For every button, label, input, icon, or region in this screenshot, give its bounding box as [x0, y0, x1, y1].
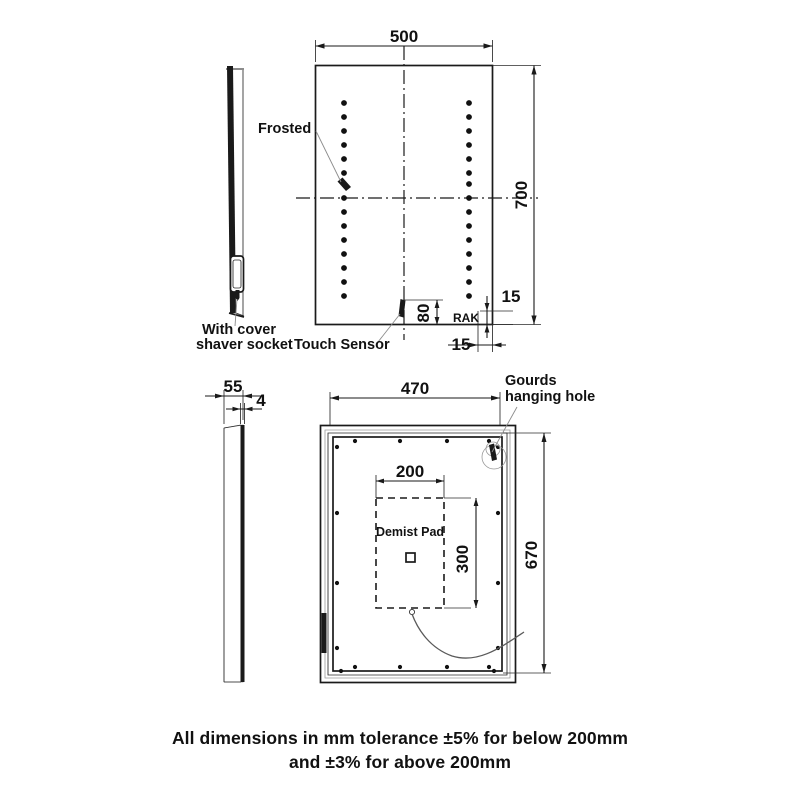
dimension-demist-width-200: 200	[375, 462, 445, 498]
dimension-15-horizontal-text: 15	[452, 335, 471, 354]
dimension-height-700: 700	[492, 65, 541, 325]
front-elevation-view: 500 700	[296, 27, 541, 354]
dimension-200-text: 200	[396, 462, 424, 481]
hanging-hole-label-line2: hanging hole	[505, 389, 595, 405]
rear-inner-frame	[332, 436, 503, 672]
side-elevation-lower-view: 55 4	[205, 377, 266, 683]
dimension-670-text: 670	[522, 541, 541, 569]
dimension-55-text: 55	[224, 377, 243, 396]
tolerance-note-line1: All dimensions in mm tolerance ±5% for b…	[171, 728, 629, 748]
power-cable	[411, 613, 525, 659]
demist-pad-label: Demist Pad	[376, 525, 444, 539]
dimension-logo-vertical-15: 15	[480, 287, 520, 338]
side-elevation-upper-view	[226, 66, 245, 327]
dimension-demist-height-300: 300	[444, 497, 479, 609]
gourds-hanging-hole	[481, 441, 507, 470]
dimension-rear-height-670: 670	[503, 432, 551, 674]
dimension-80-text: 80	[414, 304, 433, 323]
dimension-rear-width-470: 470	[329, 379, 501, 425]
dimension-height-700-text: 700	[512, 181, 531, 209]
demist-pad-center-icon	[405, 552, 416, 563]
touch-sensor-marker	[398, 299, 406, 318]
frosted-label: Frosted	[258, 121, 311, 137]
shaver-socket-label-line2: shaver socket	[196, 337, 293, 353]
led-dot-column-right	[466, 100, 472, 299]
dimension-4-text: 4	[256, 391, 266, 410]
dimension-logo-horizontal-15: 15	[448, 311, 506, 354]
dimension-glass-thickness-4: 4	[226, 391, 266, 424]
rear-outer-outline	[319, 424, 517, 684]
frosted-leader-line	[315, 130, 342, 183]
dimension-300-text: 300	[453, 545, 472, 573]
rear-shaver-socket-strip	[321, 613, 327, 653]
brand-label-rak: RAK	[453, 311, 479, 325]
cable-entry-point	[408, 608, 416, 616]
tolerance-note: All dimensions in mm tolerance ±5% for b…	[0, 726, 800, 774]
dimension-touch-sensor-80: 80	[404, 299, 443, 325]
rear-elevation-view: 470 670 Demist Pad 200	[319, 379, 551, 684]
demist-pad-outline	[375, 497, 445, 609]
shaver-socket-label-line1: With cover	[202, 322, 276, 338]
dimension-470-text: 470	[401, 379, 429, 398]
dimension-depth-55: 55	[205, 377, 262, 424]
dimension-width-500: 500	[315, 27, 493, 62]
touch-sensor-leader-line	[377, 313, 401, 343]
hanging-hole-label-line1: Gourds	[505, 373, 557, 389]
tolerance-note-line2: and ±3% for above 200mm	[289, 752, 511, 772]
touch-sensor-label: Touch Sensor	[294, 337, 390, 353]
dimension-width-500-text: 500	[390, 27, 418, 46]
hanging-hole-leader-line	[491, 406, 518, 453]
dimension-15-vertical-text: 15	[502, 287, 521, 306]
